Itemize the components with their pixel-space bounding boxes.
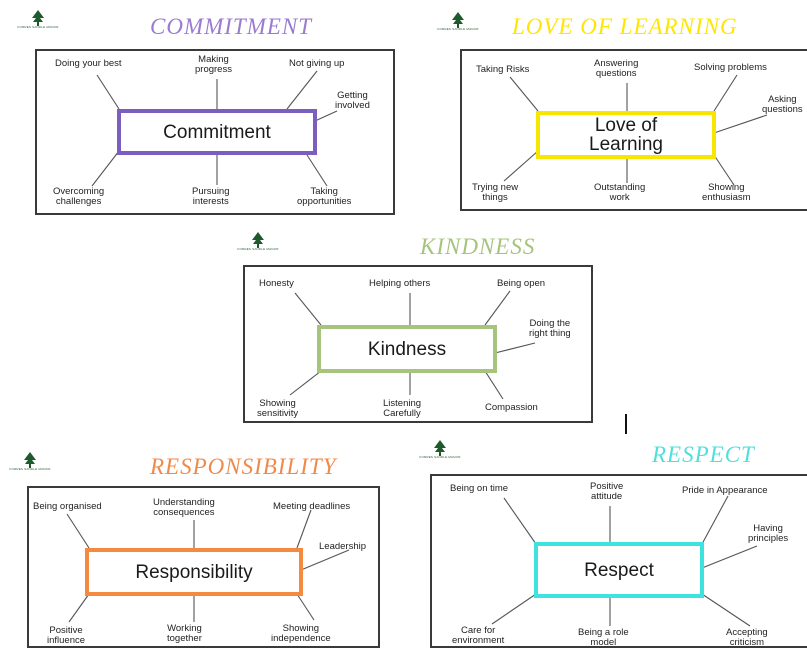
school-logo: FORRES SANDLE MANOR bbox=[228, 232, 288, 251]
label-pride-in-appearance: Pride in Appearance bbox=[682, 485, 768, 496]
label-being-on-time: Being on time bbox=[450, 483, 509, 494]
school-tagline: FORRES SANDLE MANOR bbox=[237, 247, 279, 251]
label-honesty: Honesty bbox=[259, 278, 294, 289]
label-accepting-criticism: Accepting criticism bbox=[726, 627, 768, 648]
school-logo: FORRES SANDLE MANOR bbox=[410, 440, 470, 459]
label-getting-involved: Getting involved bbox=[335, 90, 370, 111]
label-not-giving-up: Not giving up bbox=[289, 58, 345, 69]
tree-icon bbox=[434, 440, 446, 456]
label-being-organised: Being organised bbox=[33, 501, 102, 512]
label-care-for-environment: Care for environment bbox=[452, 625, 505, 646]
school-tagline: FORRES SANDLE MANOR bbox=[9, 467, 51, 471]
label-doing-your-best: Doing your best bbox=[55, 58, 122, 69]
center-responsibility: Responsibility bbox=[85, 548, 303, 596]
center-kindness: Kindness bbox=[317, 325, 497, 373]
label-taking-opportunities: Taking opportunities bbox=[297, 186, 352, 207]
label-positive-attitude: Positive attitude bbox=[590, 481, 624, 502]
label-answering-questions: Answering questions bbox=[594, 58, 639, 79]
label-trying-new-things: Trying new things bbox=[472, 182, 519, 203]
school-tagline: FORRES SANDLE MANOR bbox=[17, 25, 59, 29]
connector-lines bbox=[289, 290, 536, 400]
frame-love-of-learning: Love of Learning Taking Risks Answering … bbox=[460, 49, 807, 211]
label-overcoming-challenges: Overcoming challenges bbox=[53, 186, 105, 207]
label-pursuing-interests: Pursuing interests bbox=[192, 186, 230, 207]
heading-love-of-learning: LOVE OF LEARNING bbox=[512, 14, 738, 39]
heading-kindness: KINDNESS bbox=[420, 234, 536, 259]
tree-icon bbox=[32, 10, 44, 26]
school-tagline: FORRES SANDLE MANOR bbox=[419, 455, 461, 459]
school-logo: FORRES SANDLE MANOR bbox=[0, 452, 60, 471]
label-listening-carefully: Listening Carefully bbox=[383, 398, 422, 419]
label-taking-risks: Taking Risks bbox=[476, 64, 530, 75]
label-being-a-role-model: Being a role model bbox=[578, 627, 629, 648]
connector-lines bbox=[491, 495, 758, 627]
label-doing-the-right-thing: Doing the right thing bbox=[529, 318, 571, 339]
label-making-progress: Making progress bbox=[195, 54, 232, 75]
label-meeting-deadlines: Meeting deadlines bbox=[273, 501, 351, 512]
label-compassion: Compassion bbox=[485, 402, 538, 413]
school-logo: FORRES SANDLE MANOR bbox=[8, 10, 68, 29]
label-positive-influence: Positive influence bbox=[47, 625, 86, 646]
frame-responsibility: Responsibility Being organised Understan… bbox=[27, 486, 380, 648]
school-logo: FORRES SANDLE MANOR bbox=[428, 12, 488, 31]
label-understanding-consequences: Understanding consequences bbox=[153, 497, 215, 518]
center-love-of-learning: Love of Learning bbox=[536, 111, 716, 159]
frame-respect: Respect Being on time Positive attitude … bbox=[430, 474, 807, 648]
text-cursor bbox=[625, 414, 627, 434]
school-tagline: FORRES SANDLE MANOR bbox=[437, 27, 479, 31]
center-commitment: Commitment bbox=[117, 109, 317, 155]
tree-icon bbox=[24, 452, 36, 468]
connector-lines bbox=[91, 70, 338, 187]
label-solving-problems: Solving problems bbox=[694, 62, 767, 73]
frame-commitment: Commitment Doing your best Making progre… bbox=[35, 49, 395, 215]
tree-icon bbox=[452, 12, 464, 28]
label-working-together: Working together bbox=[167, 623, 202, 644]
label-asking-questions: Asking questions bbox=[762, 94, 803, 115]
label-leadership: Leadership bbox=[319, 541, 367, 552]
connector-lines bbox=[503, 74, 768, 186]
heading-respect: RESPECT bbox=[652, 442, 755, 467]
heading-responsibility: RESPONSIBILITY bbox=[150, 454, 337, 479]
center-respect: Respect bbox=[534, 542, 704, 598]
label-helping-others: Helping others bbox=[369, 278, 431, 289]
label-showing-enthusiasm: Showing enthusiasm bbox=[702, 182, 751, 203]
connector-lines bbox=[66, 509, 350, 623]
label-being-open: Being open bbox=[497, 278, 546, 289]
heading-commitment: COMMITMENT bbox=[150, 14, 313, 39]
label-outstanding-work: Outstanding work bbox=[594, 182, 646, 203]
label-showing-sensitivity: Showing sensitivity bbox=[257, 398, 299, 419]
label-having-principles: Having principles bbox=[748, 523, 789, 544]
label-showing-independence: Showing independence bbox=[271, 623, 331, 644]
tree-icon bbox=[252, 232, 264, 248]
frame-kindness: Kindness Honesty Helping others Being op… bbox=[243, 265, 593, 423]
